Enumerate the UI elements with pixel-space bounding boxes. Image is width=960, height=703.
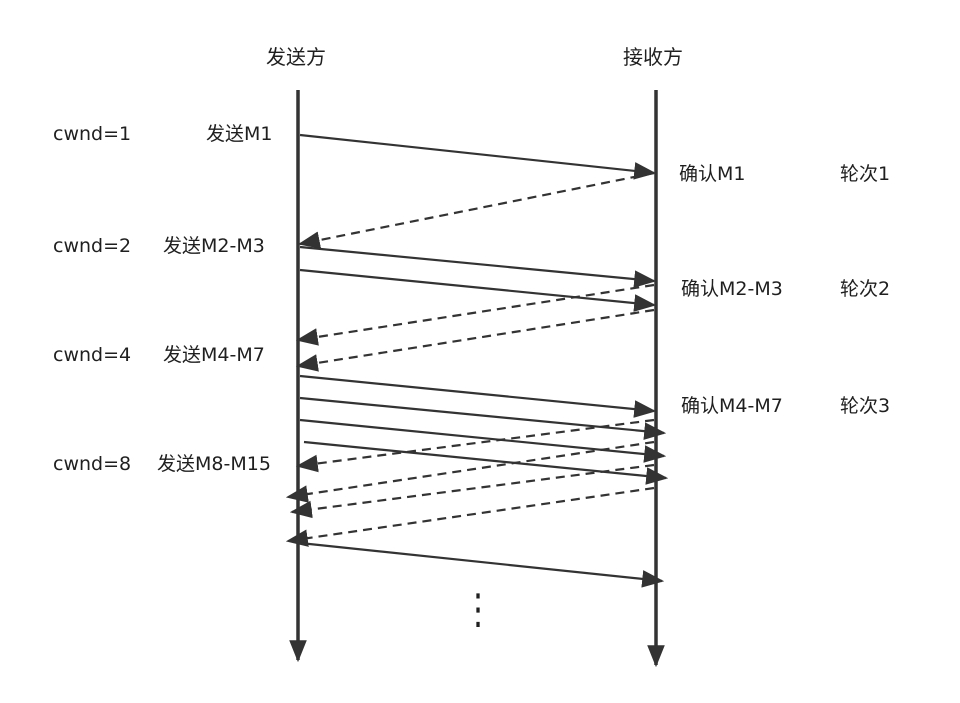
data-arrow-m3: [299, 268, 657, 312]
cwnd-label-3: cwnd=4: [53, 344, 132, 366]
ack-arrow-m6: [289, 463, 655, 519]
sender-header: 发送方: [266, 45, 326, 69]
continuation-ellipsis: ⋮: [462, 584, 494, 634]
cwnd-label-1: cwnd=1: [53, 123, 132, 145]
ack-arrow-m2: [295, 283, 655, 346]
ack-label-2: 确认M2-M3: [681, 278, 783, 300]
data-arrow-m2: [299, 245, 657, 288]
ack-arrow-m3: [295, 308, 655, 372]
send-label-3: 发送M4-M7: [163, 344, 265, 366]
receiver-header: 接收方: [623, 45, 683, 69]
ack-label-1: 确认M1: [679, 163, 746, 185]
send-label-4: 发送M8-M15: [157, 453, 271, 475]
ack-arrow-m1: [297, 171, 655, 249]
ack-arrow-m5: [285, 440, 655, 503]
data-arrow-m8: [299, 541, 665, 588]
ack-label-3: 确认M4-M7: [681, 395, 783, 417]
data-arrow-m6: [299, 418, 667, 463]
send-label-2: 发送M2-M3: [163, 235, 265, 257]
ack-arrow-m7: [285, 486, 655, 547]
send-label-1: 发送M1: [206, 123, 273, 145]
data-arrow-m5: [299, 396, 667, 440]
round-label-2: 轮次2: [840, 278, 891, 300]
data-arrow-m7: [303, 440, 669, 485]
round-label-3: 轮次3: [840, 395, 891, 417]
data-arrow-m1: [299, 133, 657, 180]
round-label-1: 轮次1: [840, 163, 891, 185]
cwnd-label-2: cwnd=2: [53, 235, 132, 257]
cwnd-label-4: cwnd=8: [53, 453, 132, 475]
data-arrow-m4: [299, 374, 657, 418]
